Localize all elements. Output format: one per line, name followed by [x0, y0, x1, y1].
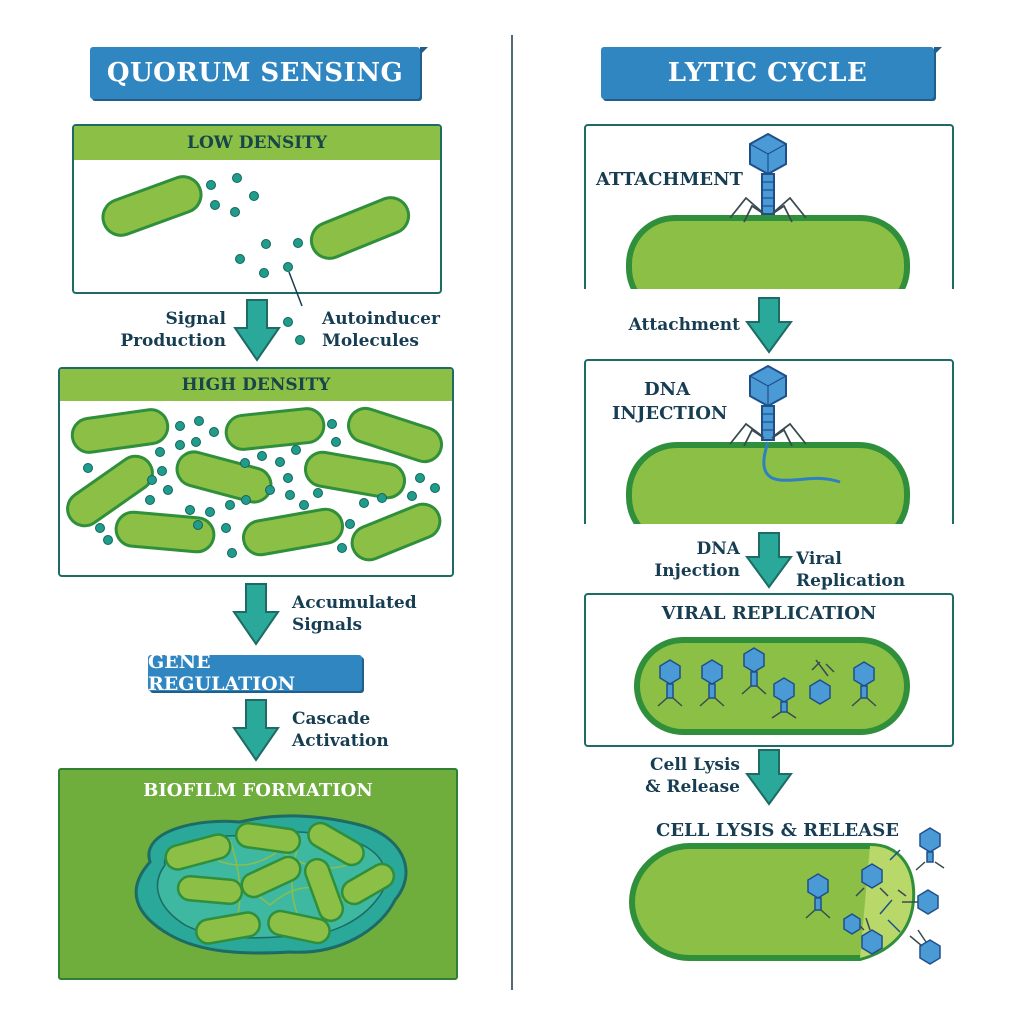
cell-lysis-arrow-label: Cell Lysis & Release — [622, 754, 740, 798]
bacterium-icon — [304, 450, 406, 500]
bacteriophage-icon — [855, 863, 889, 897]
cell-lysis-line2: & Release — [645, 777, 740, 797]
bacteriophage-icon — [699, 659, 725, 707]
signal-molecule-icon — [206, 173, 305, 345]
signal-production-line1: Signal — [165, 309, 226, 329]
bacterium-icon — [234, 821, 302, 855]
signal-molecule-icon — [83, 416, 440, 558]
bacterium-icon — [240, 855, 302, 899]
viral-replication-panel-title: VIRAL REPLICATION — [661, 603, 877, 624]
dna-arrow-line1: DNA — [696, 539, 740, 559]
bacterium-icon — [309, 196, 411, 260]
bacterium-icon — [634, 637, 910, 735]
low-density-header: LOW DENSITY — [74, 126, 440, 160]
bacterium-icon — [307, 821, 365, 867]
down-arrow-icon — [233, 299, 281, 362]
bacterium-icon — [347, 406, 443, 464]
gene-regulation-text: GENE REGULATION — [148, 651, 296, 695]
cascade-line1: Cascade — [292, 709, 371, 729]
lytic-cycle-title-text: LYTIC CYCLE — [667, 58, 868, 88]
autoinducer-line2: Molecules — [322, 331, 419, 351]
bacterium-icon — [267, 909, 331, 945]
low-density-header-text: LOW DENSITY — [186, 133, 328, 153]
bacterium-icon — [164, 833, 232, 871]
bacterium-icon — [66, 454, 154, 528]
bacteriophage-icon — [741, 647, 767, 695]
bacterium-icon — [195, 911, 261, 945]
banner-fold — [934, 47, 942, 55]
high-density-header-text: HIGH DENSITY — [181, 375, 331, 395]
attachment-panel-title: ATTACHMENT — [596, 169, 743, 190]
dna-arrow-line2: Injection — [654, 561, 740, 581]
down-arrow-icon — [745, 297, 793, 354]
bacterium-icon — [224, 407, 326, 451]
cascade-line2: Activation — [292, 731, 389, 751]
bacterium-icon — [350, 502, 442, 562]
lytic-cycle-title: LYTIC CYCLE — [601, 47, 942, 99]
cell-lysis-line1: Cell Lysis — [649, 755, 740, 775]
viral-replication-arrow-label: Viral Replication — [796, 549, 906, 591]
cell-lysis-panel-title: CELL LYSIS & RELEASE — [656, 820, 899, 841]
gene-regulation-box: GENE REGULATION — [148, 651, 362, 695]
signal-production-label: Signal Production — [108, 308, 226, 352]
attachment-arrow-label: Attachment — [628, 315, 740, 335]
quorum-sensing-title: QUORUM SENSING — [90, 47, 428, 99]
accumulated-line1: Accumulated — [292, 593, 417, 613]
bacteriophage-icon — [729, 132, 807, 223]
bacteriophage-icon — [915, 827, 945, 871]
bacteriophage-icon — [853, 917, 883, 955]
bacterium-icon — [114, 510, 216, 554]
bacteriophage-icon — [809, 659, 835, 705]
accumulated-signals-label: Accumulated Signals — [292, 592, 432, 636]
dna-injection-panel-title: DNA INJECTION — [612, 378, 727, 426]
quorum-sensing-title-text: QUORUM SENSING — [106, 58, 404, 88]
biofilm-title: BIOFILM FORMATION — [143, 780, 373, 801]
bacterium-icon — [101, 175, 203, 237]
accumulated-line2: Signals — [292, 615, 363, 635]
signal-production-line2: Production — [120, 331, 226, 351]
bacteriophage-icon — [843, 913, 861, 935]
column-divider — [511, 35, 513, 990]
down-arrow-icon — [232, 699, 280, 762]
bacterium-icon — [303, 857, 345, 923]
cascade-activation-label: Cascade Activation — [292, 708, 432, 752]
bacterium-icon — [242, 507, 344, 557]
bacteriophage-icon — [657, 659, 683, 707]
high-density-header: HIGH DENSITY — [60, 369, 452, 401]
bacterium-icon — [176, 875, 244, 905]
bacteriophage-icon — [851, 661, 877, 707]
dna-injection-arrow-label: DNA Injection — [640, 538, 740, 582]
autoinducer-label: Autoinducer Molecules — [322, 308, 452, 352]
bacteriophage-icon — [729, 364, 807, 447]
down-arrow-icon — [232, 583, 280, 646]
dna-panel-line1: DNA — [644, 379, 691, 400]
down-arrow-icon — [745, 532, 793, 589]
bacteriophage-icon — [909, 929, 941, 965]
bacteriophage-icon — [771, 677, 797, 719]
bacterium-icon — [70, 408, 170, 454]
dna-panel-line2: INJECTION — [612, 403, 728, 424]
autoinducer-line1: Autoinducer — [322, 309, 440, 329]
down-arrow-icon — [745, 749, 793, 806]
banner-fold — [420, 47, 428, 55]
bacteriophage-icon — [805, 873, 831, 919]
bacteriophage-icon — [897, 889, 939, 915]
bacterium-icon — [340, 862, 396, 906]
